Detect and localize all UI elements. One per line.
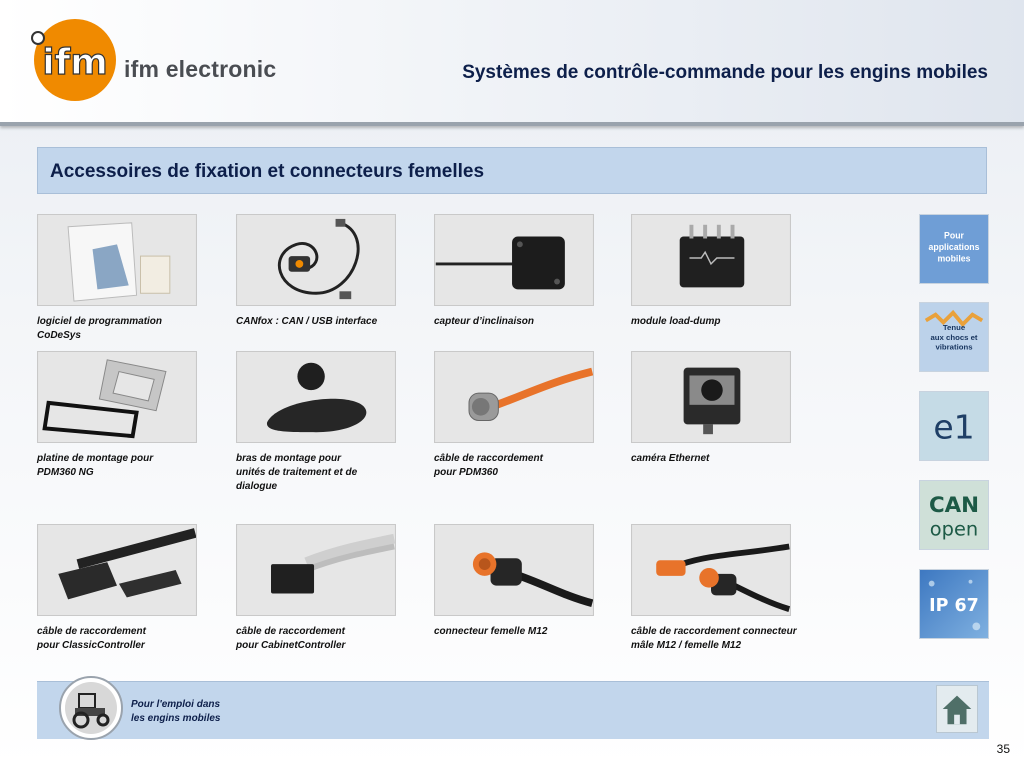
badge-ip67: IP 67 (919, 569, 989, 639)
svg-text:vibrations: vibrations (935, 343, 972, 352)
cabinet-connector-icon (237, 525, 395, 615)
product-caption: bras de montage pour unités de traitemen… (236, 453, 358, 492)
ribbon-connector-icon (38, 525, 196, 615)
badge-e1: e1 (919, 391, 989, 461)
svg-text:open: open (930, 517, 978, 540)
product-caption: câble de raccordement pour ClassicContro… (37, 626, 146, 651)
product-caption: platine de montage pour PDM360 NG (37, 453, 154, 478)
header: ifm ifm electronic Systèmes de contrôle-… (0, 0, 1024, 126)
usb-cable-icon (237, 215, 395, 305)
section-title: Accessoires de fixation et connecteurs f… (50, 161, 485, 182)
product-caption: logiciel de programmation CoDeSys (37, 316, 163, 341)
software-box-icon (38, 215, 196, 305)
page-number: 35 (996, 742, 1010, 756)
product-image-ethernet-camera (631, 351, 791, 443)
product-image-mounting-arm (236, 351, 396, 443)
mounting-arm-icon (237, 352, 395, 442)
home-icon (942, 695, 972, 725)
product-caption: capteur d’inclinaison (434, 316, 535, 327)
tractor-icon (59, 676, 123, 740)
footer-text: Pour l'emploi dans les engins mobiles (131, 699, 221, 724)
svg-text:aux chocs et: aux chocs et (930, 333, 977, 342)
svg-text:Tenue: Tenue (943, 323, 966, 332)
footer-bar: Pour l'emploi dans les engins mobiles (37, 676, 989, 740)
product-image-cabinet-controller-cable (236, 524, 396, 616)
svg-text:applications: applications (929, 242, 980, 252)
product-image-mounting-plate (37, 351, 197, 443)
mounting-plate-icon (38, 352, 196, 442)
product-image-classic-controller-cable (37, 524, 197, 616)
badge-shock-vibration: Tenue aux chocs et vibrations (919, 302, 989, 372)
badge-mobile-applications: Pour applications mobiles (919, 214, 989, 284)
product-image-m12-connector (434, 524, 594, 616)
svg-text:IP 67: IP 67 (929, 596, 979, 616)
product-image-m12-cable (631, 524, 791, 616)
svg-text:Pour: Pour (944, 230, 964, 240)
svg-text:CAN: CAN (929, 493, 979, 518)
brand-name: ifm electronic (124, 56, 277, 82)
product-caption: câble de raccordement pour CabinetContro… (236, 626, 346, 651)
svg-text:ifm: ifm (42, 42, 108, 83)
m12-cable-icon (632, 525, 790, 615)
product-caption: CANfox : CAN / USB interface (236, 316, 378, 327)
product-image-software (37, 214, 197, 306)
product-caption: câble de raccordement pour PDM360 (434, 453, 543, 478)
orange-cable-icon (435, 352, 593, 442)
ethernet-camera-icon (632, 352, 790, 442)
section-bar: Accessoires de fixation et connecteurs f… (37, 147, 987, 194)
badge-canopen: CAN open (919, 480, 989, 550)
ifm-logo: ifm (22, 18, 128, 102)
m12-connector-icon (435, 525, 593, 615)
product-image-inclination-sensor (434, 214, 594, 306)
product-caption: connecteur femelle M12 (434, 626, 548, 637)
home-button[interactable] (936, 685, 978, 733)
page-title: Systèmes de contrôle-commande pour les e… (462, 62, 988, 83)
inclination-sensor-icon (435, 215, 593, 305)
product-image-canfox (236, 214, 396, 306)
product-caption: module load-dump (631, 316, 721, 327)
product-image-load-dump-module (631, 214, 791, 306)
product-image-pdm360-cable (434, 351, 594, 443)
svg-text:mobiles: mobiles (937, 254, 970, 264)
product-caption: câble de raccordement connecteur mâle M1… (631, 626, 797, 651)
load-dump-module-icon (632, 215, 790, 305)
svg-text:e1: e1 (933, 408, 974, 447)
product-caption: caméra Ethernet (631, 453, 710, 464)
